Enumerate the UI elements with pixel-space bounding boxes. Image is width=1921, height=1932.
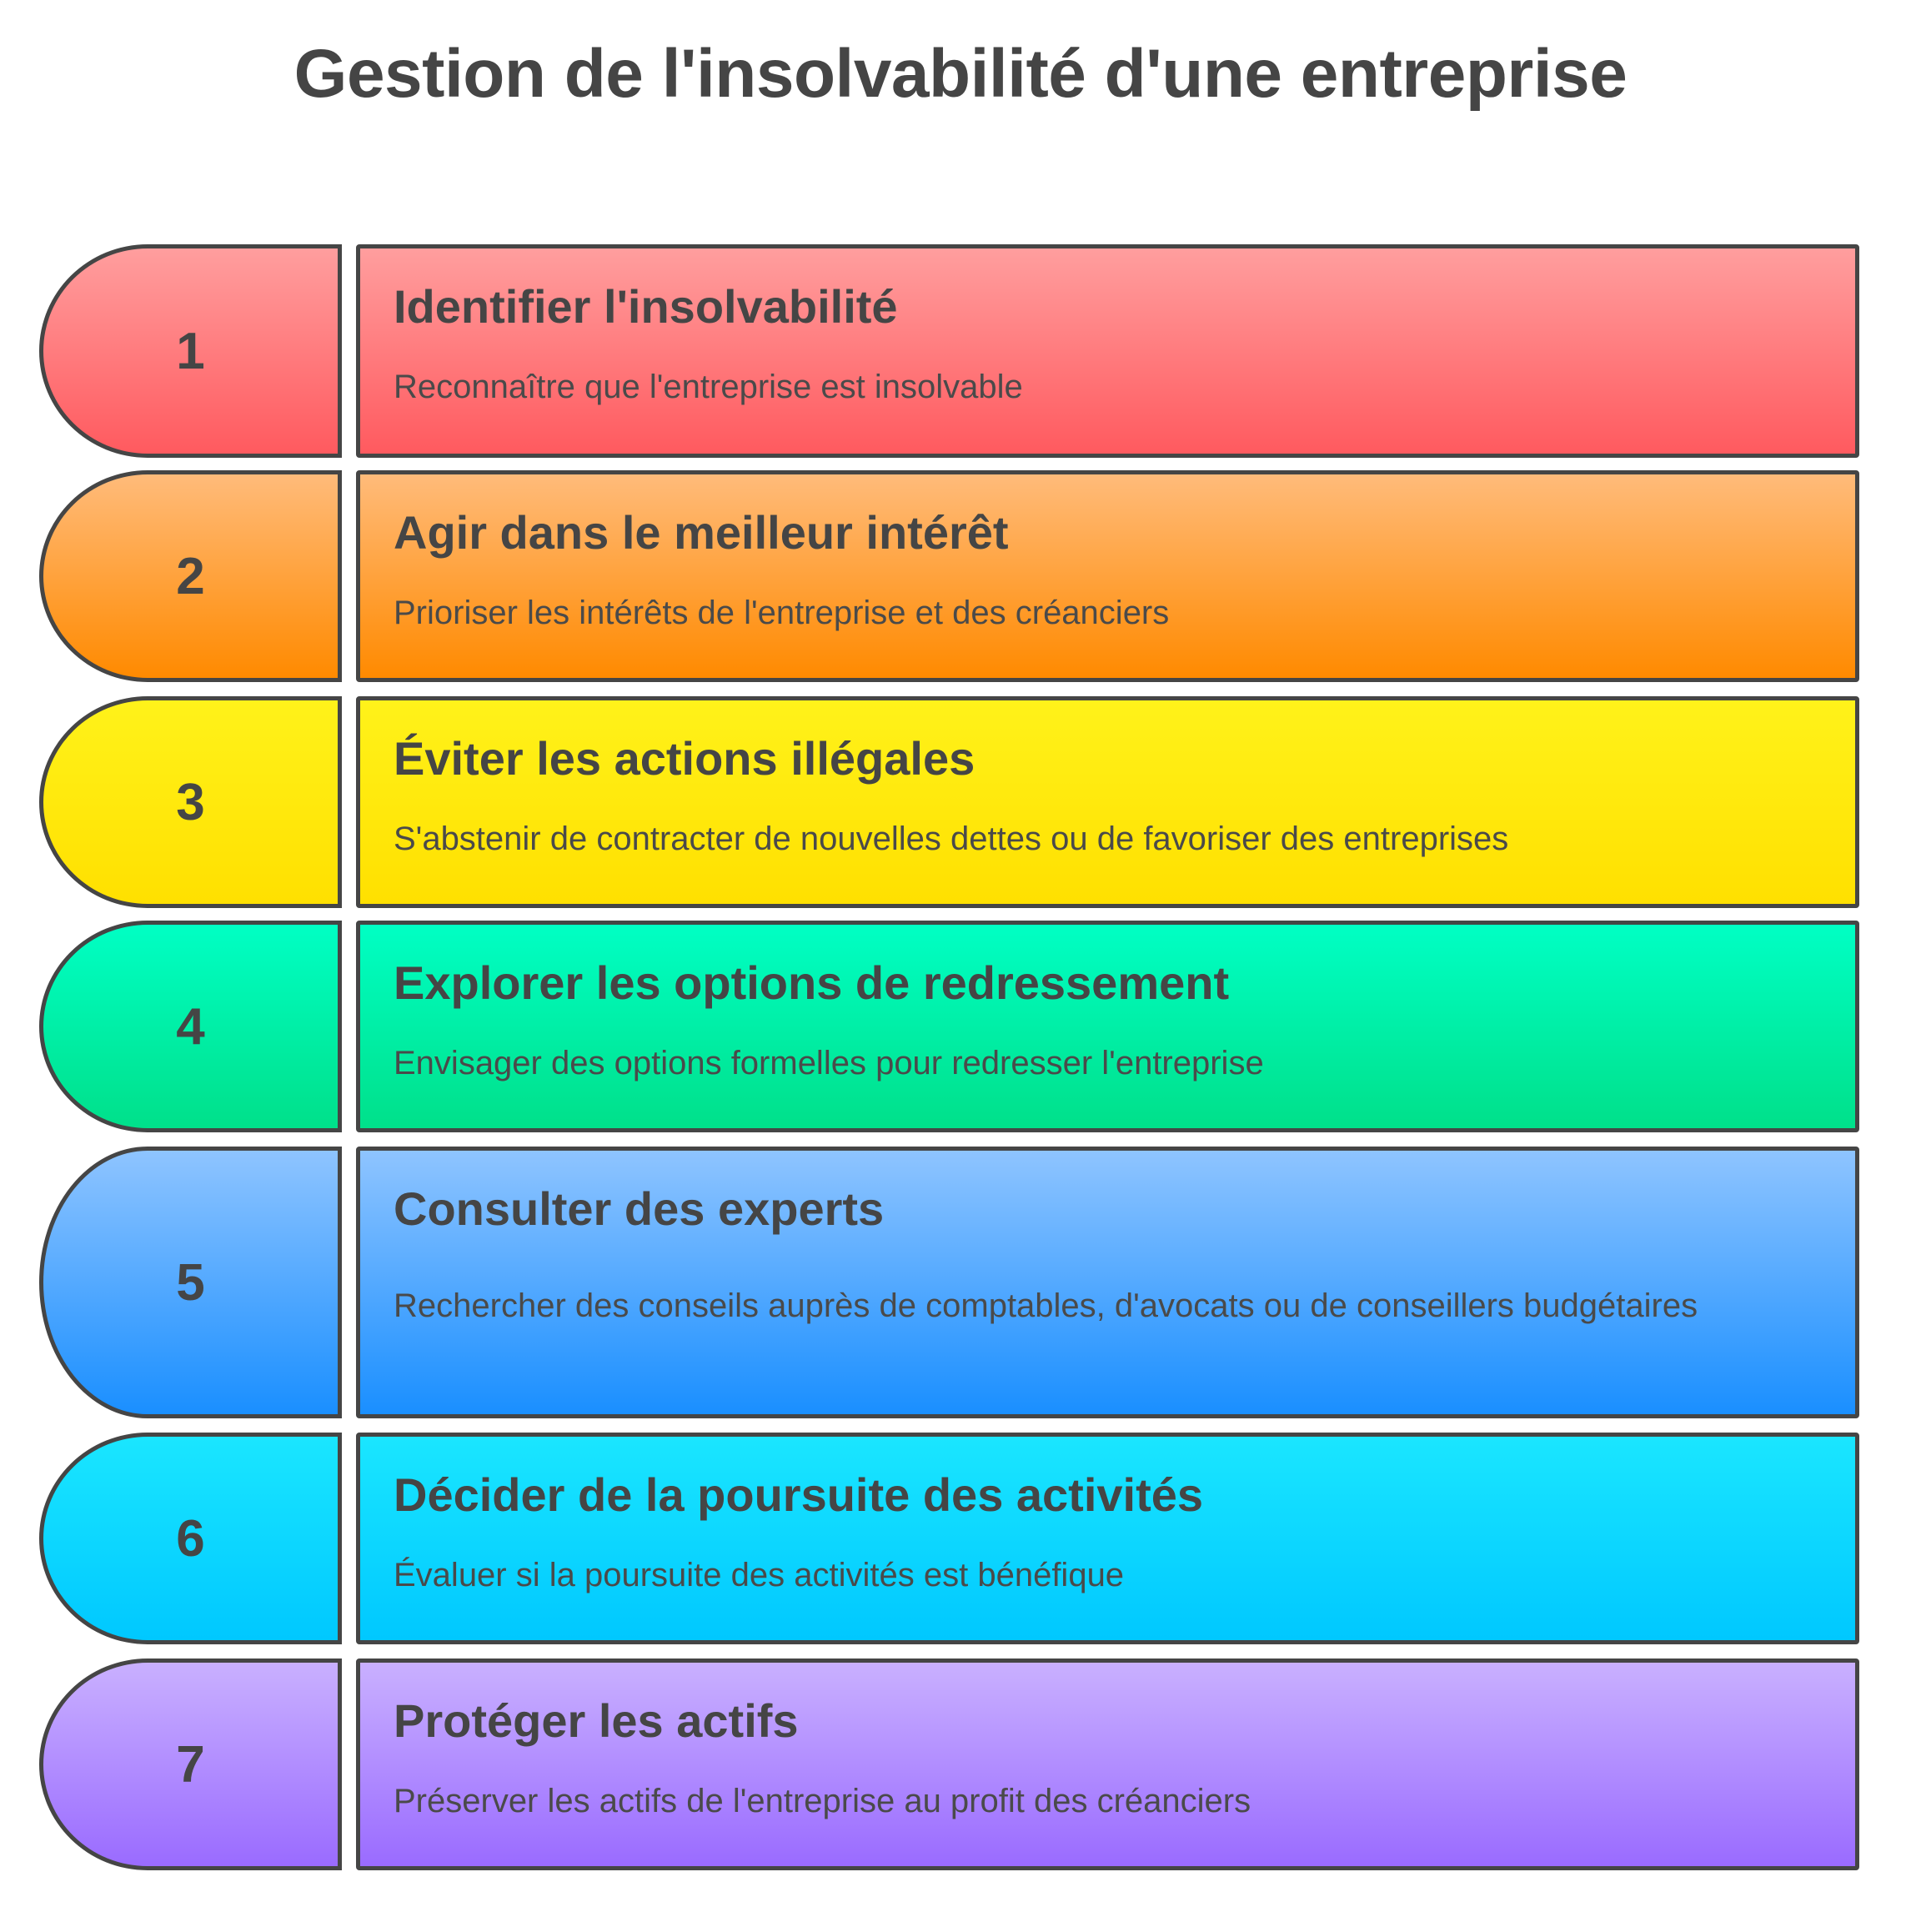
- step-3: 3 Éviter les actions illégales S'absteni…: [39, 696, 1859, 908]
- step-number-badge: 5: [39, 1147, 342, 1418]
- step-2: 2 Agir dans le meilleur intérêt Priorise…: [39, 470, 1859, 682]
- step-number: 5: [176, 1253, 205, 1312]
- step-description: Évaluer si la poursuite des activités es…: [394, 1557, 1125, 1594]
- step-content: Consulter des experts Rechercher des con…: [356, 1147, 1859, 1418]
- step-content: Agir dans le meilleur intérêt Prioriser …: [356, 470, 1859, 682]
- step-7: 7 Protéger les actifs Préserver les acti…: [39, 1659, 1859, 1870]
- step-heading: Explorer les options de redressement: [394, 956, 1230, 1009]
- step-heading: Éviter les actions illégales: [394, 732, 976, 785]
- step-number-badge: 3: [39, 696, 342, 908]
- step-description: Envisager des options formelles pour red…: [394, 1045, 1264, 1082]
- step-number: 6: [176, 1509, 205, 1568]
- step-number: 1: [176, 322, 205, 380]
- step-1: 1 Identifier l'insolvabilité Reconnaître…: [39, 244, 1859, 458]
- step-6: 6 Décider de la poursuite des activités …: [39, 1433, 1859, 1644]
- page-title: Gestion de l'insolvabilité d'une entrepr…: [293, 36, 1628, 112]
- step-number-badge: 7: [39, 1659, 342, 1870]
- step-heading: Protéger les actifs: [394, 1694, 799, 1747]
- step-heading: Consulter des experts: [394, 1182, 885, 1235]
- step-heading: Agir dans le meilleur intérêt: [394, 506, 1009, 559]
- step-heading: Identifier l'insolvabilité: [394, 280, 898, 333]
- step-5: 5 Consulter des experts Rechercher des c…: [39, 1147, 1859, 1418]
- step-heading: Décider de la poursuite des activités: [394, 1468, 1204, 1521]
- step-content: Protéger les actifs Préserver les actifs…: [356, 1659, 1859, 1870]
- step-number-badge: 2: [39, 470, 342, 682]
- step-description: Prioriser les intérêts de l'entreprise e…: [394, 595, 1170, 632]
- step-content: Éviter les actions illégales S'abstenir …: [356, 696, 1859, 908]
- step-number: 7: [176, 1735, 205, 1794]
- step-number: 3: [176, 773, 205, 831]
- step-number: 2: [176, 547, 205, 605]
- step-description: Reconnaître que l'entreprise est insolva…: [394, 369, 1023, 406]
- step-4: 4 Explorer les options de redressement E…: [39, 921, 1859, 1132]
- step-content: Identifier l'insolvabilité Reconnaître q…: [356, 244, 1859, 458]
- step-number: 4: [176, 997, 205, 1056]
- step-description: Préserver les actifs de l'entreprise au …: [394, 1783, 1251, 1820]
- step-content: Explorer les options de redressement Env…: [356, 921, 1859, 1132]
- step-description: S'abstenir de contracter de nouvelles de…: [394, 820, 1509, 858]
- step-number-badge: 4: [39, 921, 342, 1132]
- step-number-badge: 1: [39, 244, 342, 458]
- step-content: Décider de la poursuite des activités Év…: [356, 1433, 1859, 1644]
- step-description: Rechercher des conseils auprès de compta…: [394, 1287, 1698, 1325]
- step-number-badge: 6: [39, 1433, 342, 1644]
